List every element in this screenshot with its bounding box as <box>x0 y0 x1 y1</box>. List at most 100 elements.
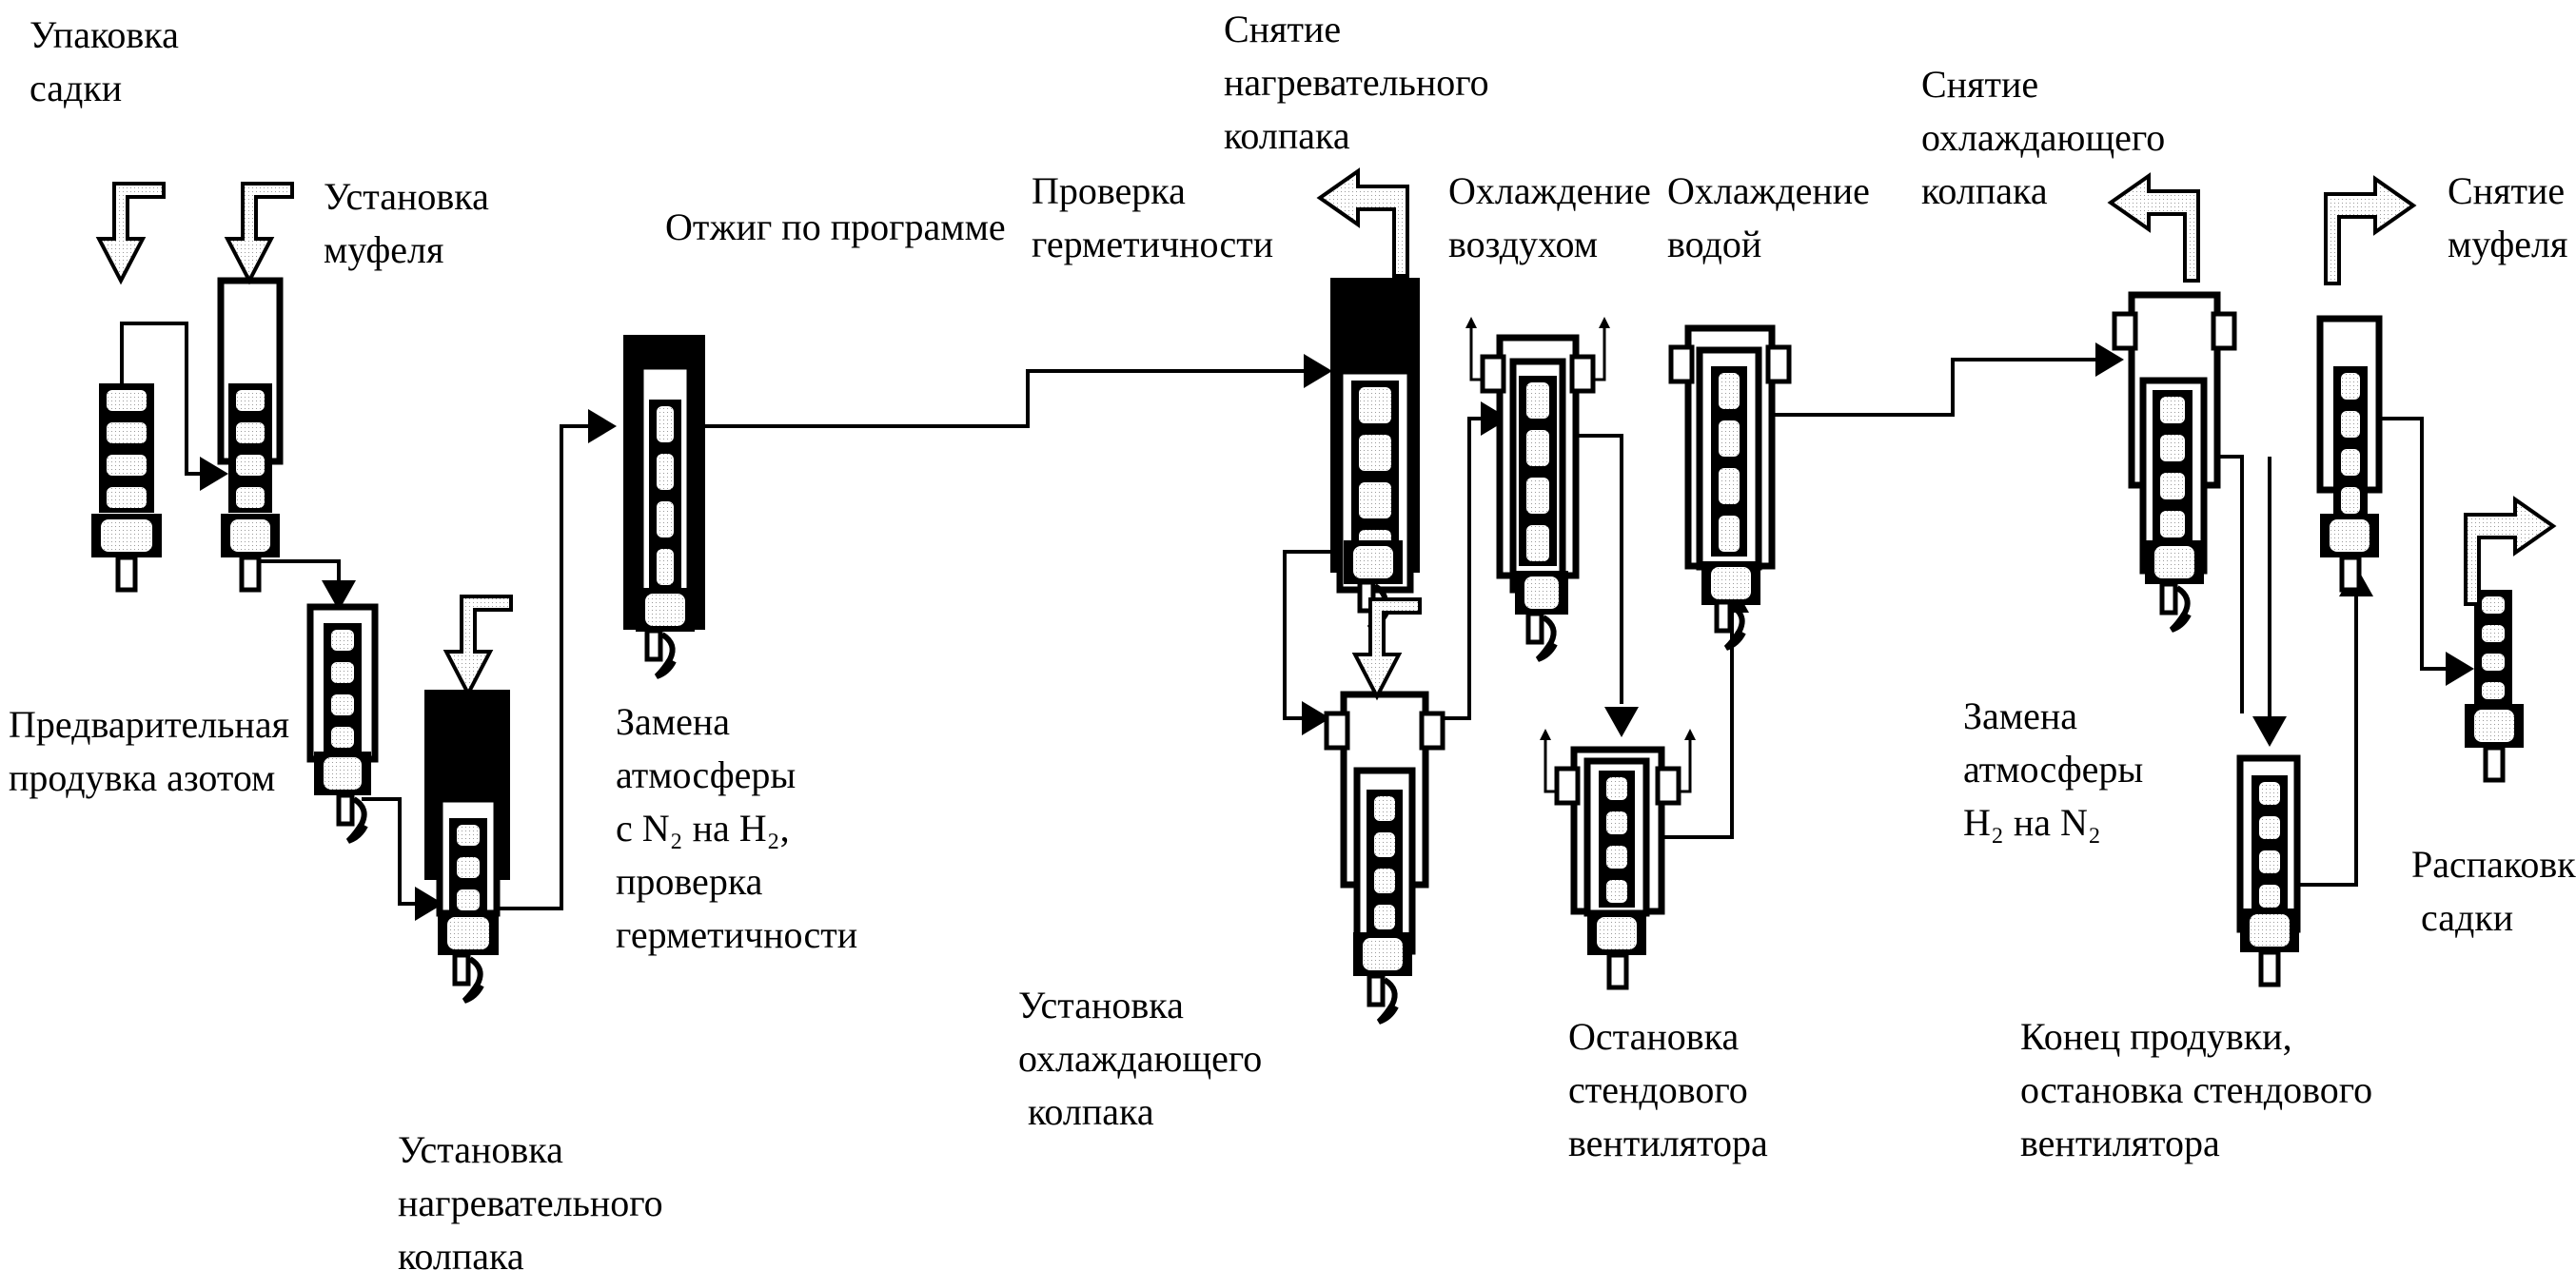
crane-lift-left-arrow-icon <box>1316 167 1409 278</box>
cap-nozzle <box>1569 354 1596 394</box>
load-stack <box>649 400 681 590</box>
stand-base <box>2240 909 2299 952</box>
stage-label-line: Установка <box>398 1128 563 1171</box>
coil-box <box>2341 411 2360 438</box>
stand-base <box>636 588 695 632</box>
coil-box <box>1359 435 1391 471</box>
load-stack <box>228 383 272 513</box>
stage-label-line: Замена <box>1963 694 2077 737</box>
stage-label-line: Остановка <box>1568 1015 1739 1058</box>
stand-base <box>2320 514 2379 557</box>
stage-label-line: Снятие <box>1921 63 2038 106</box>
crane-lower-arrow-icon <box>95 182 166 285</box>
coil-box <box>107 487 147 508</box>
stage-label-line: Проверка <box>1032 169 1186 212</box>
stage-label-line: проверка <box>616 860 763 903</box>
flow-arrow-icon <box>2446 652 2474 686</box>
flow-arrow-icon <box>1302 701 1330 735</box>
stage-label-line: Распаковка <box>2411 843 2576 886</box>
coil-box <box>236 455 265 476</box>
cap-nozzle <box>2211 311 2237 351</box>
cap-nozzle <box>1324 711 1350 751</box>
crane-lift-left-arrow-icon <box>2107 172 2200 283</box>
cap-nozzle <box>1655 766 1681 806</box>
flow-arrow-icon <box>1604 707 1639 737</box>
coil-box <box>2341 449 2360 476</box>
stage-label-line: Отжиг по программе <box>665 205 1006 248</box>
cap-nozzle <box>1765 344 1792 384</box>
flow-line <box>1576 434 1623 704</box>
coil-box <box>1719 420 1740 457</box>
stage-label-line: вентилятора <box>2020 1122 2220 1164</box>
coil-box <box>1374 905 1395 929</box>
flow-line <box>120 322 206 476</box>
load-stack <box>1519 376 1557 566</box>
flow-line <box>1662 609 1734 839</box>
coil-box <box>1606 846 1627 869</box>
crane-lower-arrow-icon <box>1351 597 1422 701</box>
cap-nozzle <box>2112 311 2138 351</box>
coil-box <box>1719 468 1740 504</box>
stage-label-line: нагревательного <box>398 1182 663 1224</box>
stand-stem <box>2258 949 2281 987</box>
flow-arrow-icon <box>415 887 443 921</box>
stand-base <box>91 514 162 557</box>
flow-line <box>1283 550 1370 720</box>
flow-line <box>1443 417 1485 720</box>
coil-box <box>2160 473 2185 499</box>
load-stack <box>2252 775 2288 912</box>
coil-box <box>1526 525 1549 561</box>
flow-arrow-icon <box>2252 716 2287 747</box>
stage-label-line: охлаждающего <box>1018 1037 1262 1080</box>
flow-line <box>2217 455 2244 713</box>
cap-nozzle <box>1668 344 1695 384</box>
crane-hook-icon <box>1714 599 1746 651</box>
load-stack <box>1367 790 1403 934</box>
stage-label-line: остановка стендового <box>2020 1068 2372 1111</box>
flow-line <box>1772 358 2098 417</box>
crane-lower-arrow-icon <box>224 182 294 285</box>
flow-arrow-icon <box>322 580 356 611</box>
coil-box <box>236 390 265 411</box>
stage-label-line: продувка азотом <box>9 756 275 799</box>
crane-hook-icon <box>1367 973 1399 1025</box>
coil-box <box>331 694 354 715</box>
coil-box <box>2259 816 2280 839</box>
coil-box <box>1719 516 1740 552</box>
stage-label-line: атмосферы <box>616 753 796 796</box>
coil-box <box>657 549 674 585</box>
flow-arrow-icon <box>588 409 617 443</box>
coil-box <box>2259 850 2280 873</box>
flow-line <box>1469 328 1483 381</box>
air-outlet-arrow-icon <box>1540 729 1551 740</box>
coil-box <box>331 630 354 651</box>
coil-box <box>1374 796 1395 821</box>
flow-arrow-icon <box>1481 401 1509 436</box>
coil-box <box>2259 782 2280 805</box>
stage-label-line: садки <box>2411 896 2513 939</box>
coil-box <box>1359 482 1391 518</box>
flow-line <box>362 797 419 906</box>
stand-base <box>1515 571 1568 615</box>
stage-label-line: Замена <box>616 700 730 743</box>
stage-label-line: муфеля <box>324 228 443 271</box>
load-stack <box>1351 381 1399 571</box>
crane-hook-icon <box>2159 581 2192 633</box>
stage-label-line: герметичности <box>616 913 857 956</box>
stage-label-line: муфеля <box>2448 223 2567 265</box>
flow-line <box>499 424 590 910</box>
coil-box <box>1526 430 1549 466</box>
stand-stem <box>2483 745 2506 783</box>
coil-box <box>657 406 674 442</box>
load-stack <box>1711 366 1747 557</box>
cap-nozzle <box>1419 711 1445 751</box>
stage-label-line: вентилятора <box>1568 1122 1768 1164</box>
coil-box <box>1719 373 1740 409</box>
